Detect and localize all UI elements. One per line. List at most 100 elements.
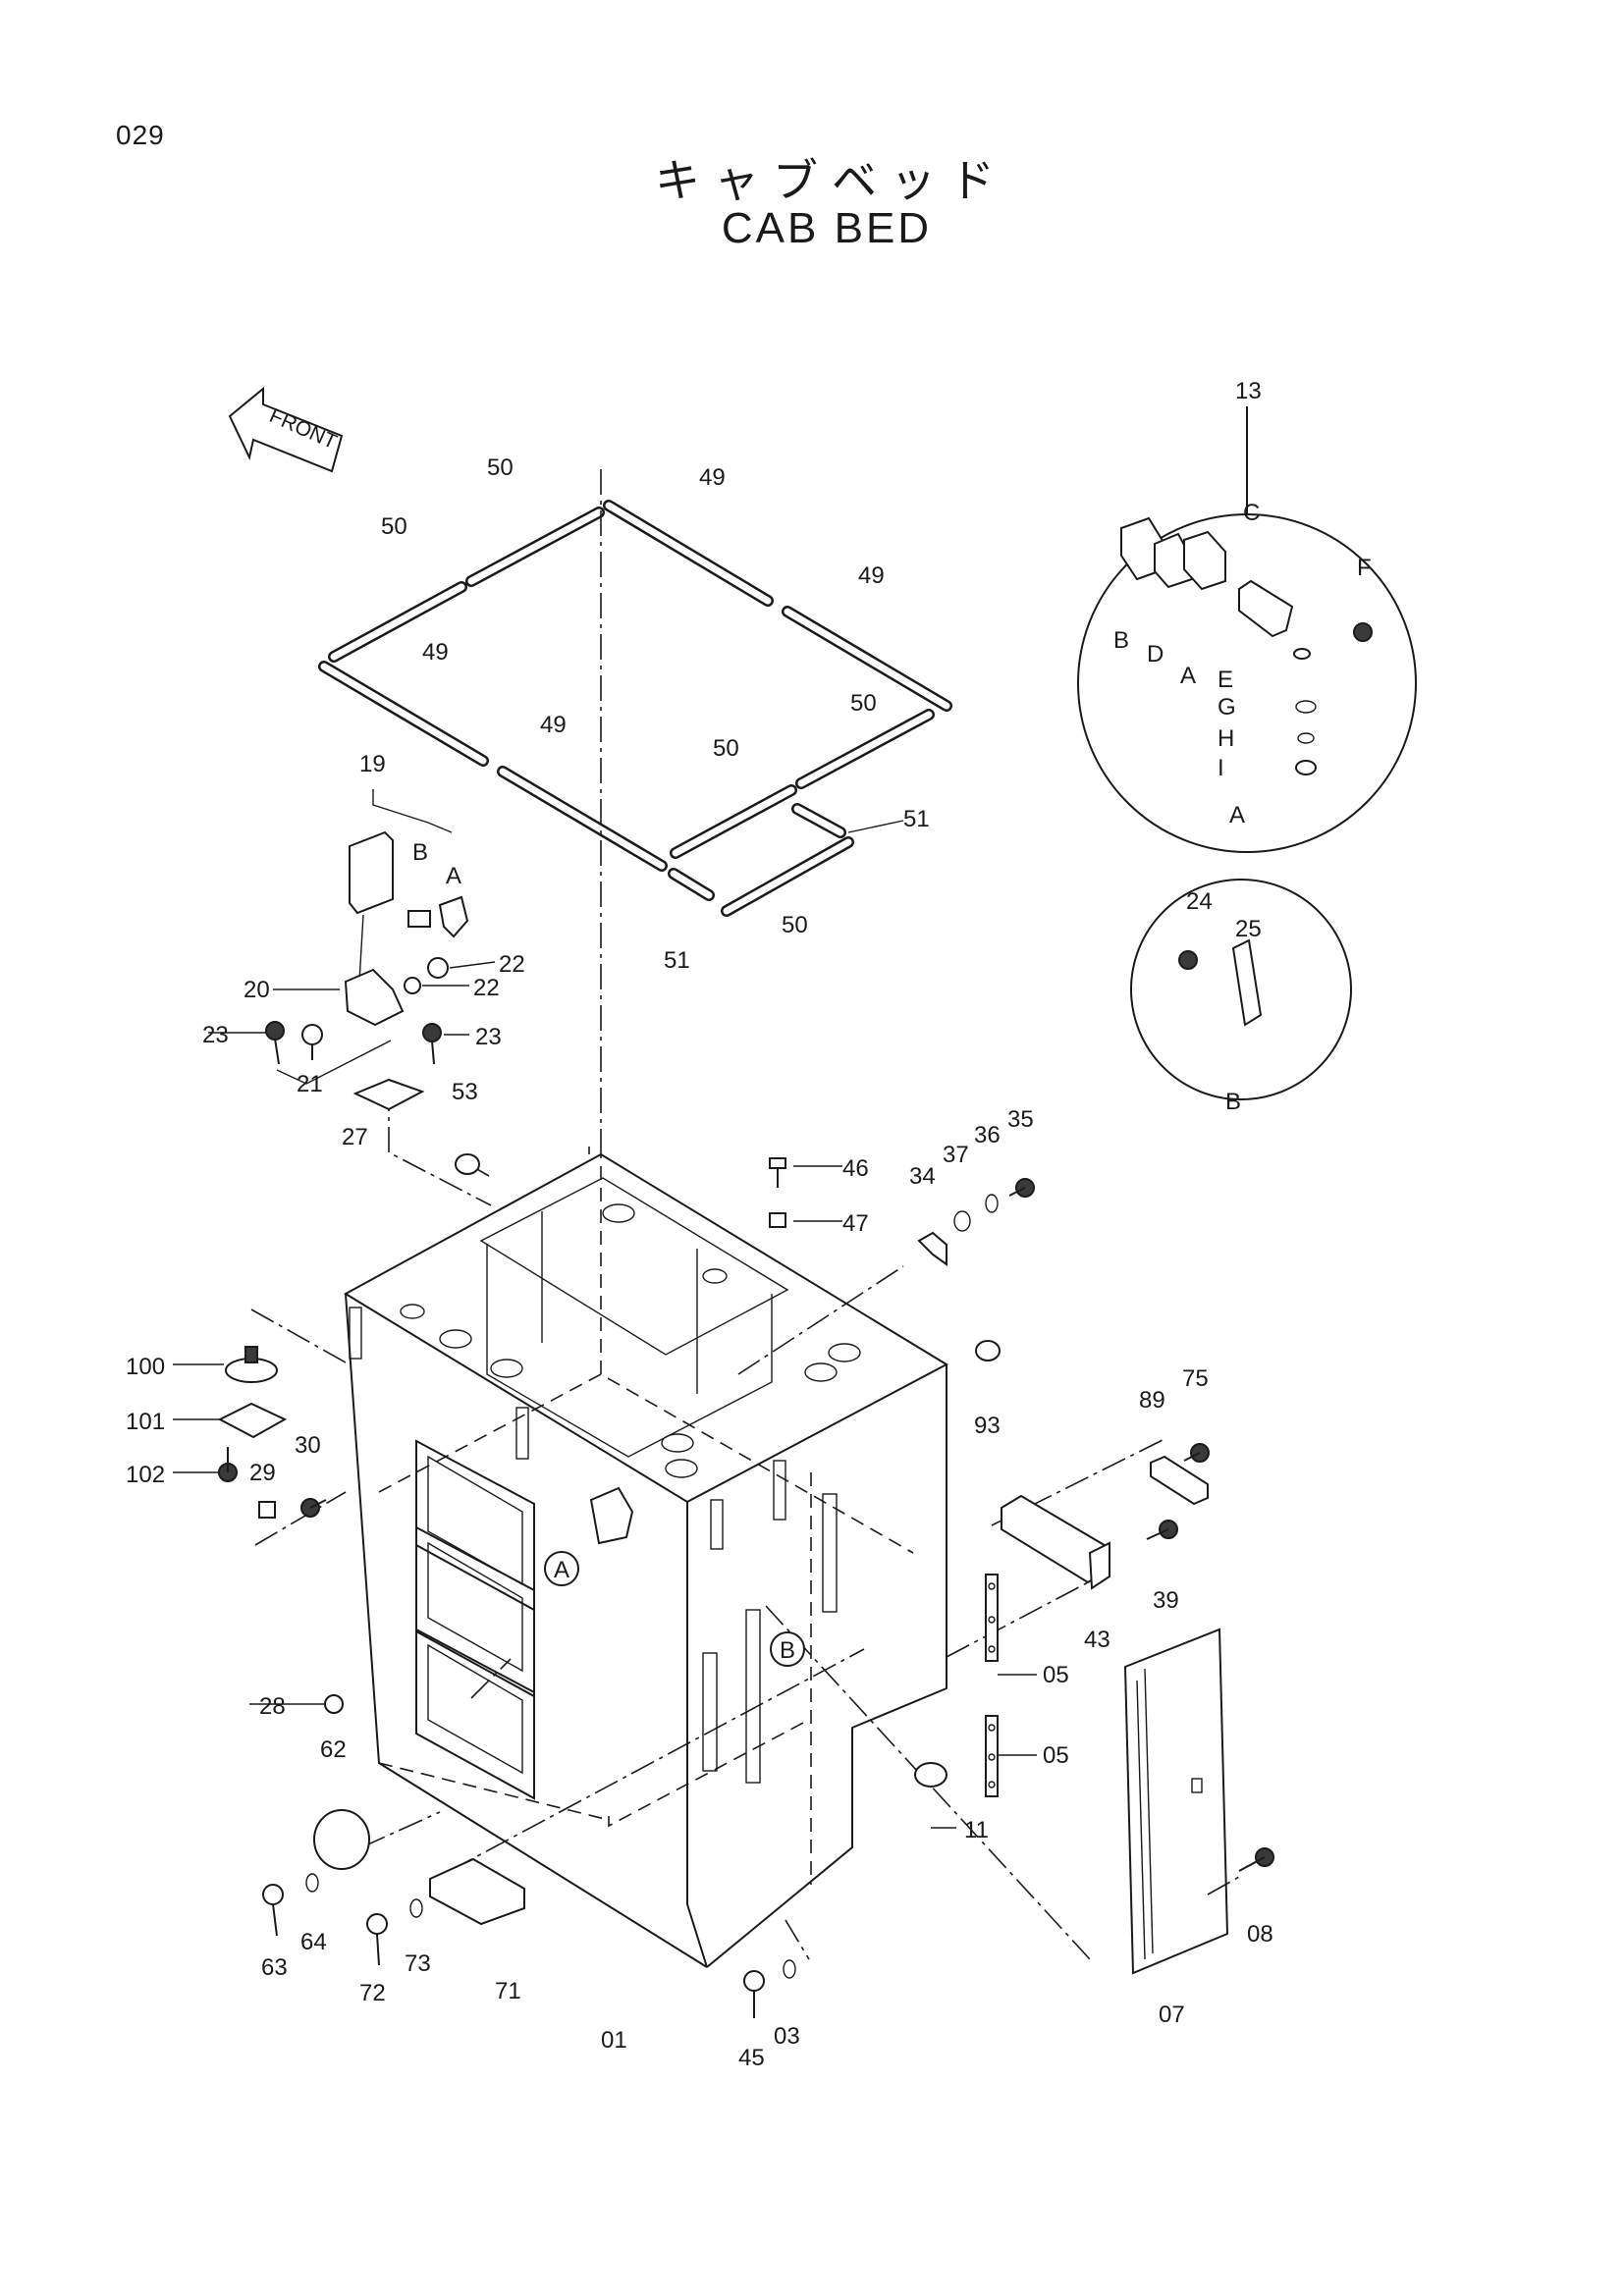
callout-23-left: 23 bbox=[202, 1022, 229, 1048]
cap-11-icon bbox=[914, 1762, 947, 1788]
bolt-46-icon bbox=[769, 1157, 786, 1188]
seal-strip-49-right bbox=[782, 606, 952, 712]
lamp-marker-a-icon bbox=[589, 1486, 634, 1545]
detail-marker-a-label: A bbox=[554, 1557, 569, 1583]
callout-19: 19 bbox=[359, 751, 386, 777]
callout-05-lower: 05 bbox=[1043, 1742, 1069, 1769]
callout-22-upper: 22 bbox=[499, 951, 525, 978]
callout-51-right: 51 bbox=[903, 806, 930, 832]
cover-62-icon bbox=[313, 1809, 370, 1870]
window-opening-lower bbox=[415, 1628, 535, 1800]
detail-a-letter-h: H bbox=[1218, 725, 1234, 752]
callout-50-right: 50 bbox=[850, 690, 877, 717]
callout-45: 45 bbox=[738, 2045, 765, 2071]
callout-50-left: 50 bbox=[381, 513, 407, 540]
nut-22b-icon bbox=[404, 977, 421, 994]
detail-b-part-25: 25 bbox=[1235, 916, 1262, 942]
callout-50-lower: 50 bbox=[782, 912, 808, 938]
callout-29: 29 bbox=[249, 1460, 276, 1486]
callout-07: 07 bbox=[1159, 2002, 1185, 2028]
callout-49-left: 49 bbox=[422, 639, 449, 666]
callout-71: 71 bbox=[495, 1978, 521, 2004]
bolt-63-icon bbox=[262, 1884, 284, 1937]
callout-46: 46 bbox=[842, 1155, 869, 1182]
callout-49-front: 49 bbox=[540, 712, 567, 738]
assembly-guide-lines bbox=[250, 469, 1240, 1960]
callout-51-left: 51 bbox=[664, 947, 690, 974]
callout-28: 28 bbox=[259, 1693, 286, 1720]
bracket-20 bbox=[344, 968, 405, 1027]
callout-23-right: 23 bbox=[475, 1024, 502, 1050]
bolt-45-icon bbox=[743, 1970, 765, 2018]
detail-a-letter-a: A bbox=[1180, 663, 1196, 689]
callout-63: 63 bbox=[261, 1954, 288, 1981]
mounting-holes bbox=[400, 1203, 861, 1478]
detail-a-letter-b: B bbox=[1113, 627, 1129, 654]
callout-35: 35 bbox=[1007, 1106, 1034, 1133]
callout-11: 11 bbox=[964, 1817, 989, 1843]
bolt-21-icon bbox=[301, 1024, 323, 1060]
detail-marker-b: B bbox=[770, 1631, 805, 1667]
detail-marker-b-label: B bbox=[780, 1637, 795, 1664]
seal-strip-50-middle bbox=[670, 784, 797, 859]
detail-a-letter-i: I bbox=[1218, 755, 1224, 781]
washer-03-icon bbox=[783, 1959, 796, 1979]
callout-49-right: 49 bbox=[858, 562, 885, 589]
detail-a-letter-f: F bbox=[1357, 555, 1372, 581]
callout-73: 73 bbox=[405, 1950, 431, 1977]
bolt-30-icon bbox=[300, 1498, 327, 1518]
plug-53-icon bbox=[455, 1153, 480, 1175]
front-arrow-icon: FRONT bbox=[228, 386, 344, 473]
callout-62: 62 bbox=[320, 1736, 347, 1763]
callout-03: 03 bbox=[774, 2023, 800, 2050]
callout-64: 64 bbox=[300, 1929, 327, 1955]
detail-a-letter-g: G bbox=[1218, 694, 1236, 721]
callout-50-top: 50 bbox=[487, 454, 514, 481]
callout-34: 34 bbox=[909, 1163, 936, 1190]
callout-72: 72 bbox=[359, 1980, 386, 2006]
bolt-39-icon bbox=[1146, 1520, 1178, 1540]
door-panel bbox=[1123, 1628, 1229, 1975]
callout-37: 37 bbox=[943, 1142, 969, 1168]
bolt-23-left-icon bbox=[265, 1021, 285, 1065]
pedal-71-icon bbox=[429, 1857, 525, 1926]
hinge-lower bbox=[985, 1715, 999, 1797]
callout-100: 100 bbox=[126, 1354, 165, 1380]
plate-101-icon bbox=[217, 1402, 288, 1439]
bolt-23-right-icon bbox=[422, 1023, 442, 1065]
washer-73-icon bbox=[409, 1898, 423, 1918]
callout-43: 43 bbox=[1084, 1627, 1110, 1653]
bracket-34-icon bbox=[917, 1231, 947, 1266]
callout-102: 102 bbox=[126, 1462, 165, 1488]
callout-93: 93 bbox=[974, 1413, 1001, 1439]
washer-36-icon bbox=[985, 1194, 999, 1213]
seal-strip-49-front bbox=[497, 766, 668, 872]
mount-100-icon bbox=[225, 1346, 278, 1383]
callout-05-upper: 05 bbox=[1043, 1662, 1069, 1688]
callout-22-lower: 22 bbox=[473, 975, 500, 1001]
detail-b-circle bbox=[1130, 879, 1352, 1100]
plate-27 bbox=[352, 1078, 425, 1111]
bolt-72-icon bbox=[366, 1913, 388, 1966]
detail-a-letter-e: E bbox=[1218, 667, 1233, 693]
bolt-102-icon bbox=[218, 1447, 238, 1482]
page-title: CAB BED bbox=[721, 204, 933, 252]
detail-a-letter-d: D bbox=[1147, 641, 1164, 667]
callout-21: 21 bbox=[297, 1071, 323, 1097]
detail-a-circle bbox=[1077, 406, 1417, 853]
detail-a-ref-13: 13 bbox=[1235, 378, 1262, 404]
callout-labels: 01 03 05 05 07 08 11 19 B A 20 21 22 22 … bbox=[126, 454, 1273, 2071]
washer-64-icon bbox=[305, 1873, 319, 1893]
callout-49-top: 49 bbox=[699, 464, 726, 491]
window-opening-middle bbox=[415, 1525, 535, 1698]
detail-a-letter-c: C bbox=[1243, 500, 1260, 526]
seal-strips bbox=[318, 500, 952, 917]
seal-strip-51-left bbox=[668, 868, 715, 901]
seal-strip-50-lower bbox=[721, 836, 854, 917]
callout-01: 01 bbox=[601, 2027, 627, 2054]
detail-b-labels: 24 25 B bbox=[1186, 888, 1262, 1115]
detail-b-caption: B bbox=[1225, 1089, 1241, 1115]
page-title-japanese: キャブベッド bbox=[655, 154, 1008, 207]
seal-strip-51-right bbox=[791, 803, 846, 838]
